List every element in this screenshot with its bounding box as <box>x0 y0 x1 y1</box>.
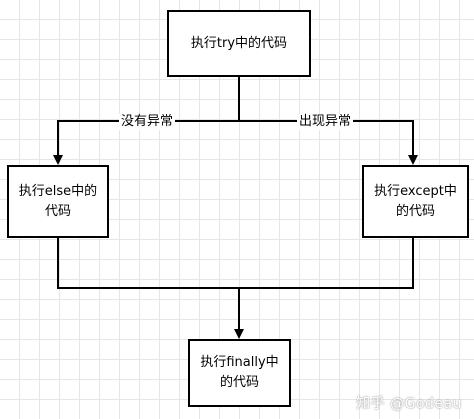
connector-except-merge <box>239 238 414 289</box>
node-else-label-line1: 执行else中的 <box>18 183 98 199</box>
node-except-label-line2: 的代码 <box>395 203 435 219</box>
node-execute-try: 执行try中的代码 <box>167 10 311 77</box>
node-execute-finally: 执行finally中 的代码 <box>188 339 291 407</box>
arrow-try-to-else <box>53 120 239 165</box>
node-else-label-line2: 代码 <box>44 203 71 219</box>
node-finally-label-line2: 的代码 <box>219 375 259 390</box>
node-finally-label-line1: 执行finally中 <box>200 355 279 370</box>
edge-label-no-exception: 没有异常 <box>119 114 176 130</box>
node-execute-except: 执行except中 的代码 <box>362 165 469 238</box>
node-except-label-line1: 执行except中 <box>374 183 457 199</box>
node-execute-else: 执行else中的 代码 <box>7 165 109 238</box>
node-try-label: 执行try中的代码 <box>190 35 288 51</box>
watermark: 知乎 @Godeau <box>356 396 462 412</box>
edge-label-exception: 出现异常 <box>297 114 354 130</box>
connector-else-merge <box>57 238 239 289</box>
